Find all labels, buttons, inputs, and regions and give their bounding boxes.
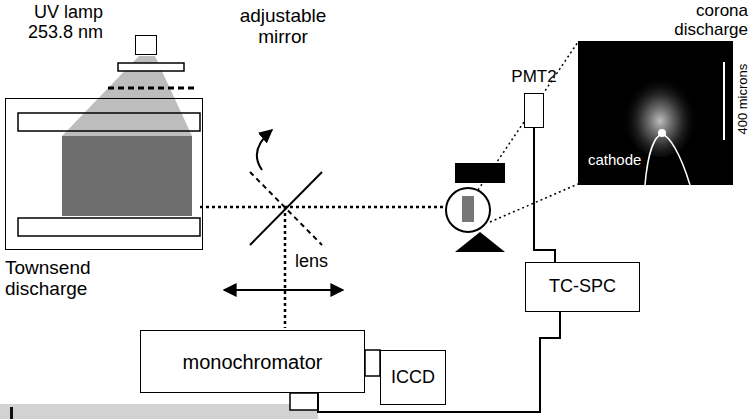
- rotation-arrow: [257, 130, 272, 170]
- cathode-outline: [645, 134, 690, 185]
- component-label: lens: [295, 252, 345, 272]
- uv-beam: [62, 56, 192, 136]
- electrode: [18, 218, 200, 236]
- heading-text: UV lamp 253.8 nm: [3, 3, 103, 43]
- label-holder: 400 microns: [736, 49, 750, 149]
- label-holder: cathode: [588, 152, 648, 169]
- box-text: monochromator: [182, 351, 322, 373]
- instrument-box: monochromator: [140, 330, 365, 393]
- discharge-cell-shape: [5, 98, 203, 250]
- photo-label: cathode: [588, 152, 648, 169]
- electrode: [18, 113, 200, 131]
- optical-path: [200, 206, 445, 209]
- discharge-region: [62, 136, 192, 216]
- cropped-mark: [10, 407, 13, 419]
- instrument-box: TC-SPC: [525, 262, 640, 312]
- exit-port: [290, 393, 318, 410]
- mirror-alt-position: [250, 172, 322, 245]
- camera-adapter: [365, 350, 380, 376]
- label-holder: adjustable mirror: [233, 6, 333, 48]
- heading-text: Townsend discharge: [5, 258, 115, 300]
- mirror: [250, 172, 322, 245]
- heading-text: PMT2: [511, 68, 556, 87]
- optical-path: [284, 207, 287, 328]
- instrument-box: ICCD: [380, 350, 446, 405]
- detector-shape: [524, 93, 544, 128]
- heading-text: corona discharge: [662, 2, 748, 39]
- scale-bar: [723, 62, 725, 140]
- scale-label: 400 microns: [736, 49, 750, 149]
- lens-symbol: [224, 289, 343, 291]
- detector: PMT2: [512, 68, 556, 128]
- label-holder: lens: [295, 252, 345, 272]
- box-text: ICCD: [391, 368, 435, 388]
- lamp: UV lamp 253.8 nm: [3, 3, 157, 55]
- lamp-shape: [135, 35, 157, 55]
- zoom-line: [478, 42, 578, 190]
- component-label: adjustable mirror: [233, 6, 333, 48]
- glow: [622, 67, 698, 157]
- window-plate: [118, 63, 184, 71]
- discharge-cell: Townsend discharge: [5, 98, 203, 300]
- corona-region: [462, 196, 474, 222]
- anode: [455, 163, 505, 183]
- inset-photo: [578, 41, 733, 185]
- cathode-tip: [658, 129, 666, 137]
- cathode-mount: [455, 232, 505, 252]
- cropped-image: [0, 404, 318, 419]
- signal-cable: [534, 128, 555, 262]
- cell: [446, 188, 490, 232]
- mesh-plate: [108, 87, 196, 90]
- box-text: TC-SPC: [549, 277, 616, 297]
